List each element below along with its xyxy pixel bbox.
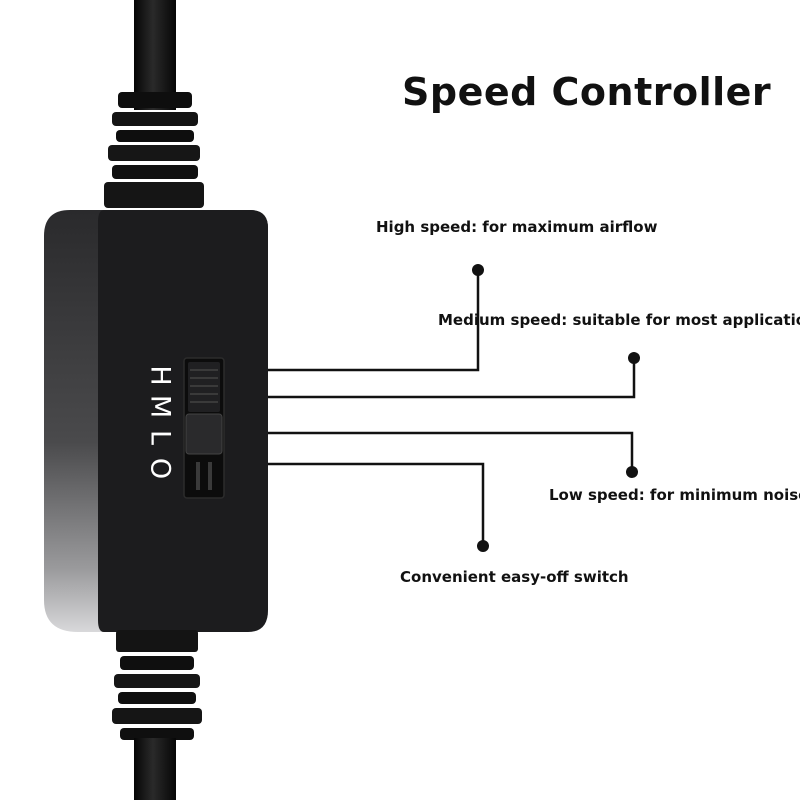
dot-low xyxy=(626,466,638,478)
dot-medium xyxy=(628,352,640,364)
speed-switch[interactable] xyxy=(183,357,225,499)
callout-high-speed: High speed: for maximum airflow xyxy=(376,218,658,236)
callout-medium-speed: Medium speed: suitable for most applicat… xyxy=(438,311,800,329)
switch-knob[interactable] xyxy=(185,413,223,455)
switch-letter-l: L xyxy=(144,429,176,446)
switch-letter-h: H xyxy=(144,365,176,386)
strain-relief-top xyxy=(104,92,204,208)
leader-lines xyxy=(268,270,636,546)
dot-off xyxy=(477,540,489,552)
cable-top xyxy=(134,0,176,110)
cable-bottom xyxy=(134,738,176,800)
leader-off xyxy=(268,462,485,546)
switch-letter-m: M xyxy=(144,394,176,419)
callout-off-switch: Convenient easy-off switch xyxy=(400,568,629,586)
switch-letter-o: O xyxy=(144,457,176,480)
leader-high xyxy=(268,270,480,372)
callout-low-speed: Low speed: for minimum noise xyxy=(549,486,800,504)
page-title: Speed Controller xyxy=(402,70,772,114)
leader-low xyxy=(268,431,634,472)
dot-high xyxy=(472,264,484,276)
controller-body xyxy=(98,210,268,632)
leader-medium xyxy=(268,358,636,399)
strain-relief-bottom xyxy=(112,630,202,740)
